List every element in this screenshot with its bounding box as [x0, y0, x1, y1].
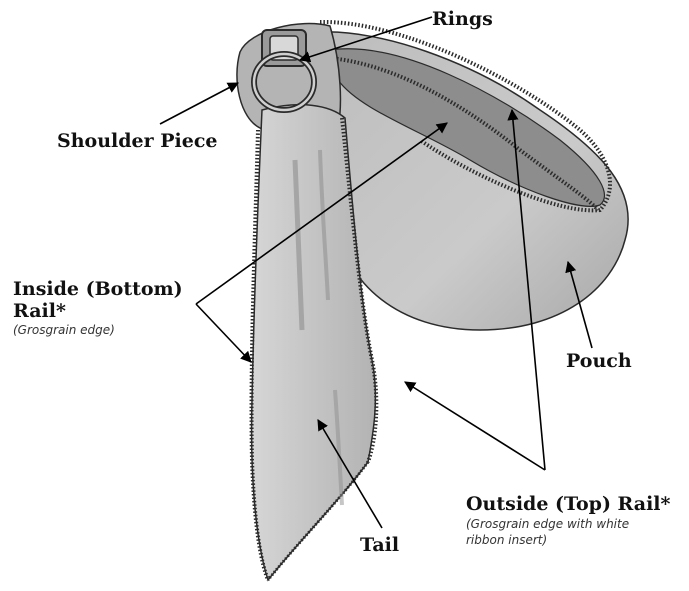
outside-rail-arrow-bottom — [405, 382, 545, 470]
pouch-label: Pouch — [566, 350, 632, 372]
outside-rail-note-line2: ribbon insert) — [466, 533, 547, 548]
tail-label: Tail — [360, 534, 399, 556]
inside-rail-note: (Grosgrain edge) — [13, 323, 115, 338]
rings-label: Rings — [432, 8, 493, 30]
outside-rail-label: Outside (Top) Rail* — [466, 493, 670, 515]
shoulder-piece-label: Shoulder Piece — [57, 130, 218, 152]
inside-rail-label-line2: Rail* — [13, 300, 66, 322]
inside-rail-arrow-bottom — [196, 304, 251, 362]
inside-rail-label-line1: Inside (Bottom) — [13, 278, 183, 300]
shoulder-piece-arrow — [160, 83, 238, 124]
outside-rail-note-line1: (Grosgrain edge with white — [466, 517, 629, 532]
